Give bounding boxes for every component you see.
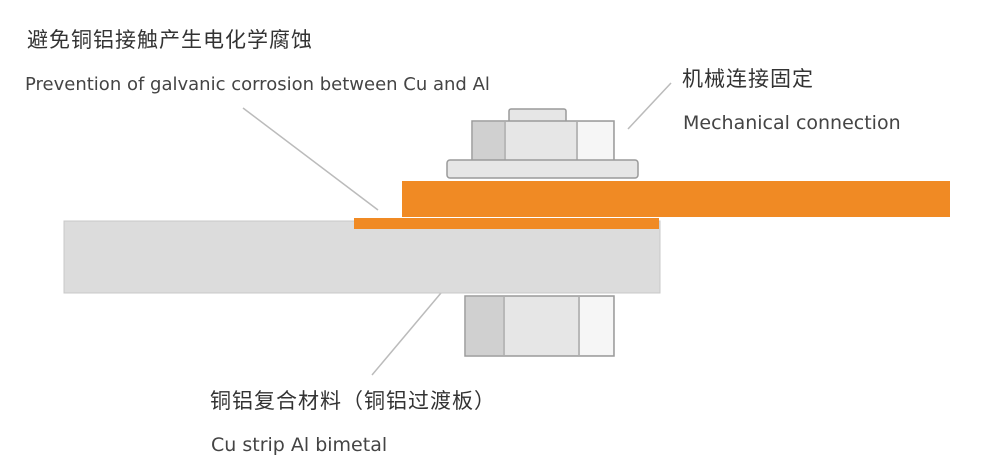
bimetal-label-en: Cu strip Al bimetal <box>211 434 388 456</box>
aluminum-plate <box>63 220 661 294</box>
mechanical-label-en: Mechanical connection <box>683 112 901 134</box>
nut <box>464 295 615 357</box>
bolt-head-left-face <box>473 122 504 160</box>
leader-line-galvanic <box>242 107 379 211</box>
nut-left-face <box>466 297 503 355</box>
galvanic-label-cn: 避免铜铝接触产生电化学腐蚀 <box>27 28 313 52</box>
washer <box>446 159 639 179</box>
bolt-head-right-face <box>578 122 613 160</box>
bimetal-label-cn: 铜铝复合材料（铜铝过渡板） <box>210 389 496 413</box>
mechanical-label-cn: 机械连接固定 <box>682 67 814 91</box>
copper-busbar <box>402 181 950 217</box>
nut-right-face <box>580 297 613 355</box>
copper-clad-layer <box>354 218 659 229</box>
leader-line-mechanical <box>627 82 672 130</box>
bolt-head <box>471 108 615 162</box>
galvanic-label-en: Prevention of galvanic corrosion between… <box>25 74 490 95</box>
